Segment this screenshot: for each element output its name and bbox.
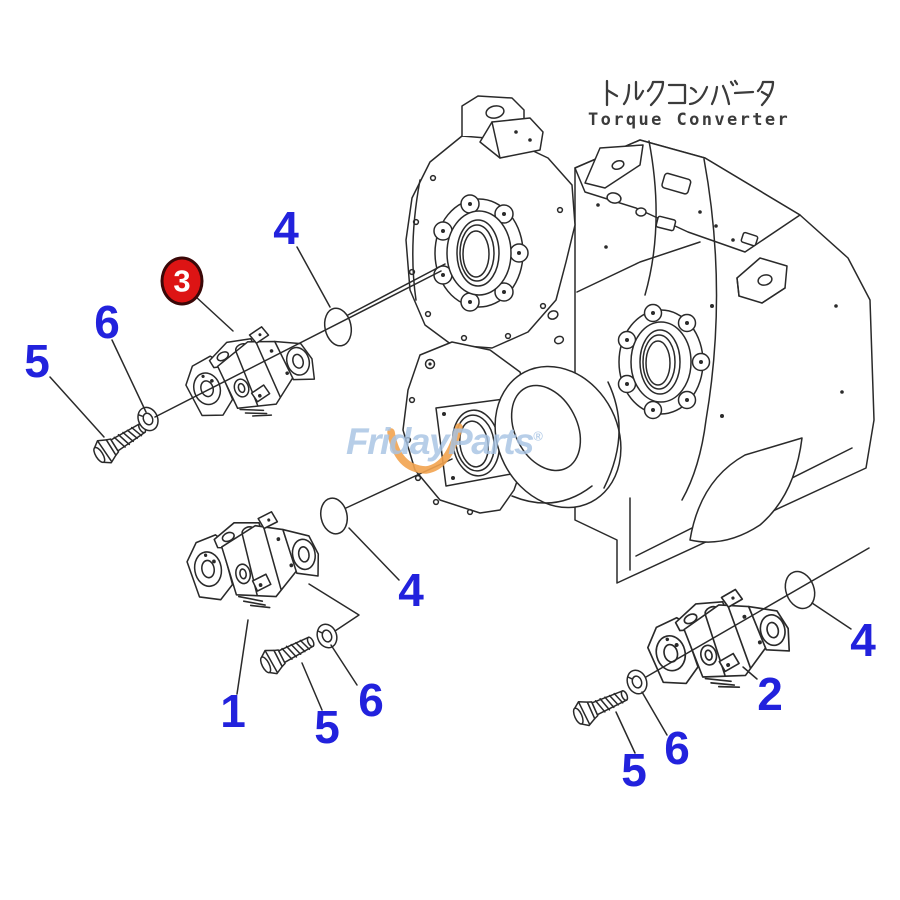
oring-mid-drawing [319, 497, 349, 535]
housing-port-right [617, 303, 711, 420]
housing-front-plate-lower [402, 341, 531, 516]
callout-1: 1 [220, 685, 246, 737]
watermark: FridayParts® [346, 421, 543, 463]
callout-5-top: 5 [24, 335, 50, 387]
torque-converter-housing [402, 95, 875, 584]
callout-4-mid: 4 [398, 564, 424, 616]
callout-4-right: 4 [850, 614, 876, 666]
watermark-registered-mark: ® [533, 428, 543, 444]
callout-2: 2 [757, 668, 783, 720]
callout-3-badge: 3 [160, 256, 204, 306]
callout-5-bot: 5 [621, 744, 647, 796]
housing-torus-opening [494, 365, 622, 509]
callout-6-bot: 6 [664, 722, 690, 774]
callout-6-top: 6 [94, 296, 120, 348]
leader-lines [49, 246, 870, 754]
watermark-text: FridayParts [346, 421, 535, 462]
title-japanese [605, 79, 775, 107]
title-english: Torque Converter [588, 110, 791, 130]
housing-port-upper [433, 194, 529, 312]
housing-fin [689, 437, 803, 543]
callout-6-mid: 6 [358, 674, 384, 726]
callout-5-mid: 5 [314, 701, 340, 753]
callout-4-top: 4 [273, 202, 299, 254]
